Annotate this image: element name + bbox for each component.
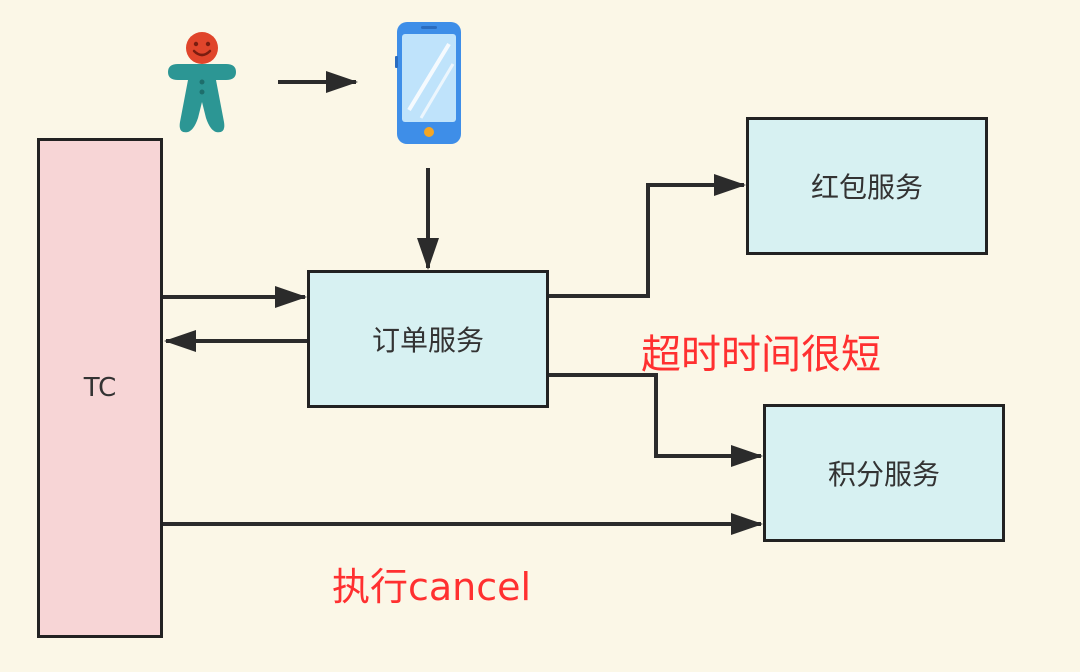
jifen-service-label: 积分服务	[827, 458, 940, 491]
hongbao-service-node: 红包服务	[746, 117, 988, 255]
jifen-service-node: 积分服务	[763, 404, 1005, 542]
tc-label: TC	[83, 373, 117, 403]
hongbao-service-label: 红包服务	[810, 171, 923, 204]
order-service-node: 订单服务	[307, 270, 549, 408]
smartphone-icon	[395, 22, 461, 144]
user-icon	[168, 32, 236, 133]
arrow-order-to-hongbao	[549, 174, 746, 298]
arrow-order-to-jifen	[549, 373, 763, 467]
timeout-annotation: 超时时间很短	[641, 332, 881, 378]
order-service-label: 订单服务	[371, 324, 484, 357]
tc-node: TC	[37, 138, 163, 638]
cancel-annotation: 执行cancel	[332, 565, 532, 609]
